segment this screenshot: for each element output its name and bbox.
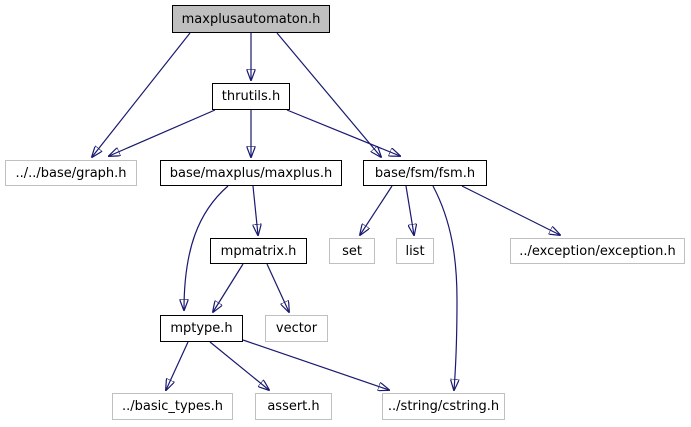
edge-maxplus-to-mptype (184, 185, 229, 310)
edge-fsm-to-set (360, 185, 393, 235)
edge-mpmatrix-to-vector (266, 263, 289, 312)
node-basic-types-h: ../basic_types.h (112, 393, 233, 420)
node-vector: vector (265, 315, 328, 342)
edge-fsm-to-exception (461, 185, 560, 235)
node-thrutils-h[interactable]: thrutils.h (212, 83, 290, 110)
node-exception-exception-h: ../exception/exception.h (510, 238, 685, 264)
node-base-fsm-fsm-h[interactable]: base/fsm/fsm.h (363, 160, 487, 186)
edge-mpmatrix-to-mptype (213, 263, 244, 312)
node-base-maxplus-maxplus-h[interactable]: base/maxplus/maxplus.h (160, 160, 342, 186)
node-list: list (396, 238, 434, 264)
edge-fsm-to-list (405, 185, 414, 235)
edge-fsm-to-cstring (432, 185, 457, 390)
node-string-cstring-h: ../string/cstring.h (382, 393, 505, 420)
edge-mptype-to-basic-types (166, 341, 189, 390)
node-set: set (329, 238, 375, 264)
edge-thrutils-to-fsm (286, 109, 400, 156)
edge-maxplusautomaton-to-fsm (276, 32, 381, 157)
node-assert-h: assert.h (255, 393, 332, 420)
edge-mptype-to-assert (209, 341, 269, 390)
edge-maxplus-to-mpmatrix (252, 185, 258, 235)
node-mptype-h[interactable]: mptype.h (160, 315, 243, 342)
edge-thrutils-to-graph (109, 109, 216, 156)
node-base-graph-h: ../../base/graph.h (5, 160, 137, 186)
node-mpmatrix-h[interactable]: mpmatrix.h (210, 238, 307, 264)
edge-maxplusautomaton-to-graph (92, 32, 191, 157)
node-maxplusautomaton-h: maxplusautomaton.h (172, 5, 330, 33)
edge-mptype-to-cstring (242, 339, 389, 390)
